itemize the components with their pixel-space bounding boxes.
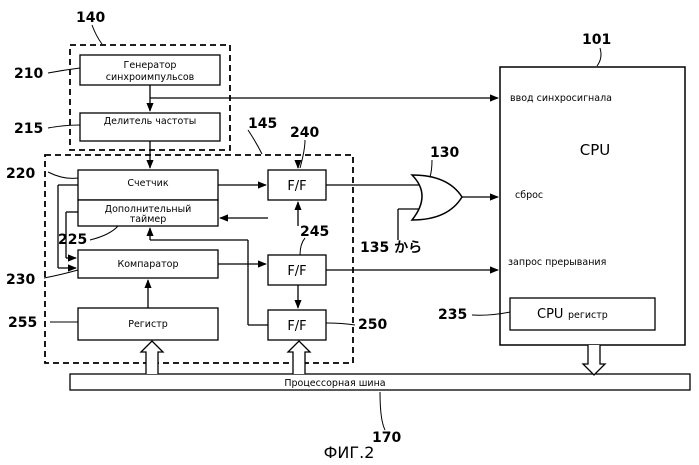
ref-225: 225 [58, 232, 87, 248]
comparator-label: Компаратор [118, 259, 179, 270]
cpu-irq-label: запрос прерывания [508, 257, 606, 268]
ref-170: 170 [372, 430, 401, 446]
ref-250: 250 [358, 317, 387, 333]
or-gate-130 [412, 175, 462, 220]
ref-240: 240 [290, 125, 319, 141]
figure-caption: ФИГ.2 [324, 443, 375, 462]
cpu-reset-label: сброс [515, 190, 543, 201]
frequency-divider-label: Делитель частоты [104, 116, 197, 127]
bus-arrow-register [141, 341, 163, 374]
ref-140: 140 [76, 10, 105, 26]
processor-bus-label: Процессорная шина [284, 378, 385, 389]
ref-220: 220 [6, 166, 35, 182]
ref-230: 230 [6, 272, 35, 288]
bus-arrow-cpu-register [583, 345, 605, 375]
ref-235: 235 [438, 307, 467, 323]
ref-210: 210 [14, 66, 43, 82]
cpu-title: CPU [580, 141, 611, 159]
ref-135: 135 から [360, 240, 422, 256]
bus-arrow-ff250 [288, 341, 310, 374]
flip-flop-250-label: F/F [287, 319, 306, 334]
ref-215: 215 [14, 121, 43, 137]
cpu-register-cpu: CPU [537, 307, 563, 322]
cpu-register-word: регистр [568, 310, 608, 321]
sync-generator-label-1: Генератор [124, 60, 177, 71]
register-label: Регистр [128, 319, 168, 330]
flip-flop-240-label: F/F [287, 179, 306, 194]
ref-130: 130 [430, 145, 459, 161]
aux-timer-label-2: таймер [130, 214, 167, 225]
ref-101: 101 [582, 32, 611, 48]
counter-label: Счетчик [127, 178, 168, 189]
sync-generator-label-2: синхроимпульсов [106, 72, 195, 83]
ref-245: 245 [300, 224, 329, 240]
ref-255: 255 [8, 315, 37, 331]
ref-145: 145 [248, 116, 277, 132]
flip-flop-245-label: F/F [287, 264, 306, 279]
cpu-sync-input-label: ввод синхросигнала [510, 93, 612, 104]
